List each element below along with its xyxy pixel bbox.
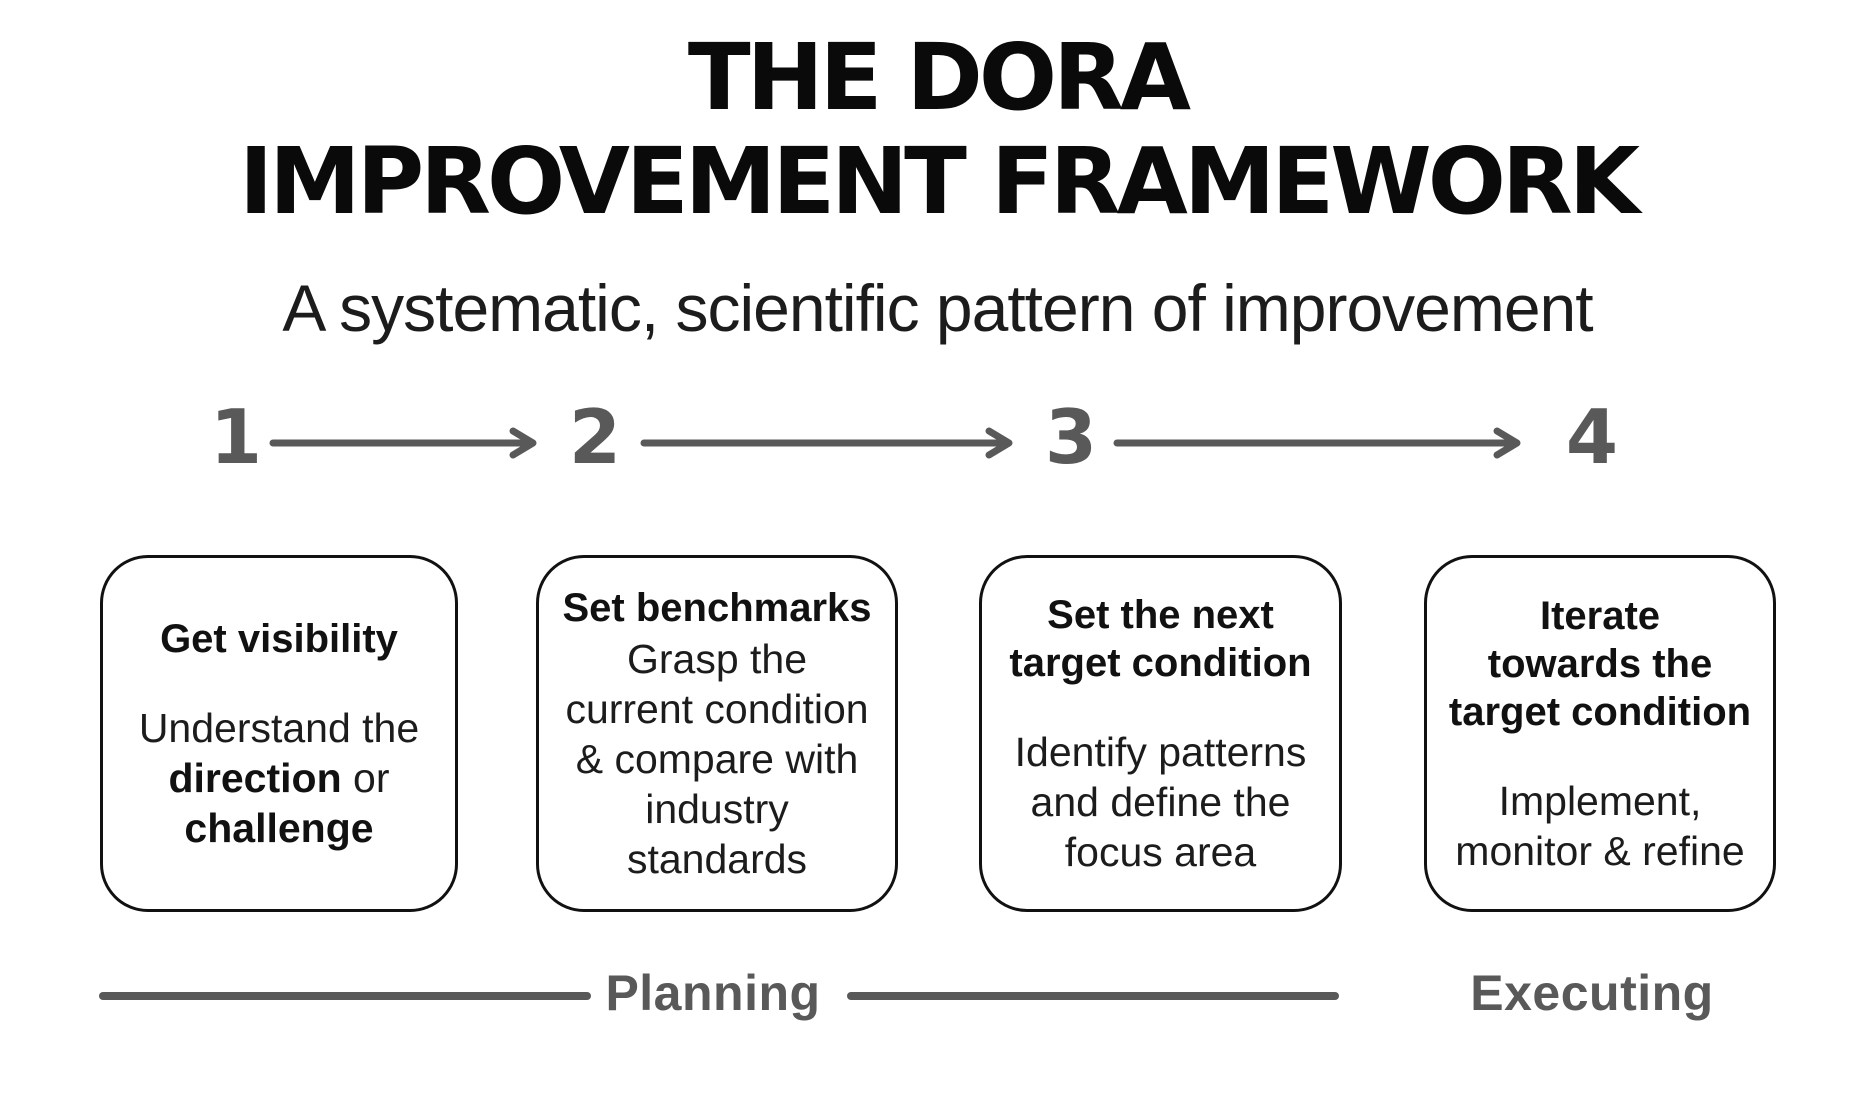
- step-number-2: 2: [568, 393, 622, 481]
- page-subtitle: A systematic, scientific pattern of impr…: [282, 271, 1593, 345]
- phase-divider-line: [847, 992, 1339, 1000]
- page-title-line1: THE DORA: [687, 24, 1191, 131]
- card-body: Understand the direction or challenge: [139, 703, 419, 853]
- step-number-4: 4: [1565, 393, 1619, 481]
- card-set-next-target-condition: Set the next target condition Identify p…: [979, 555, 1342, 912]
- card-get-visibility: Get visibility Understand the direction …: [100, 555, 458, 912]
- card-body: Grasp the current condition & compare wi…: [565, 635, 869, 882]
- card-body-bold-text: challenge: [184, 804, 374, 851]
- card-set-benchmarks: Set benchmarks Grasp the current conditi…: [536, 555, 898, 912]
- card-title: Iterate towards the target condition: [1448, 593, 1752, 734]
- card-body-text: or: [353, 754, 390, 801]
- phase-label-executing: Executing: [1470, 965, 1714, 1021]
- card-body: Implement, monitor & refine: [1455, 777, 1745, 874]
- arrow-right-icon: [269, 427, 537, 459]
- page-title: THE DORA IMPROVEMENT FRAMEWORK: [0, 26, 1875, 234]
- phase-divider-line: [99, 992, 591, 1000]
- step-number-3: 3: [1044, 393, 1098, 481]
- page-title-line2: IMPROVEMENT FRAMEWORK: [238, 128, 1640, 235]
- card-body: Identify patterns and define the focus a…: [1014, 728, 1307, 875]
- card-title: Set the next target condition: [1009, 592, 1312, 685]
- arrow-right-icon: [1113, 427, 1521, 459]
- step-number-1: 1: [209, 393, 263, 481]
- phase-label-planning: Planning: [605, 965, 821, 1021]
- card-body-text: Understand the: [138, 704, 420, 751]
- card-iterate-towards-target: Iterate towards the target condition Imp…: [1424, 555, 1776, 912]
- arrow-right-icon: [640, 427, 1013, 459]
- card-body-bold-text: direction: [168, 754, 342, 801]
- card-title: Set benchmarks: [562, 585, 872, 630]
- card-title: Get visibility: [160, 616, 398, 661]
